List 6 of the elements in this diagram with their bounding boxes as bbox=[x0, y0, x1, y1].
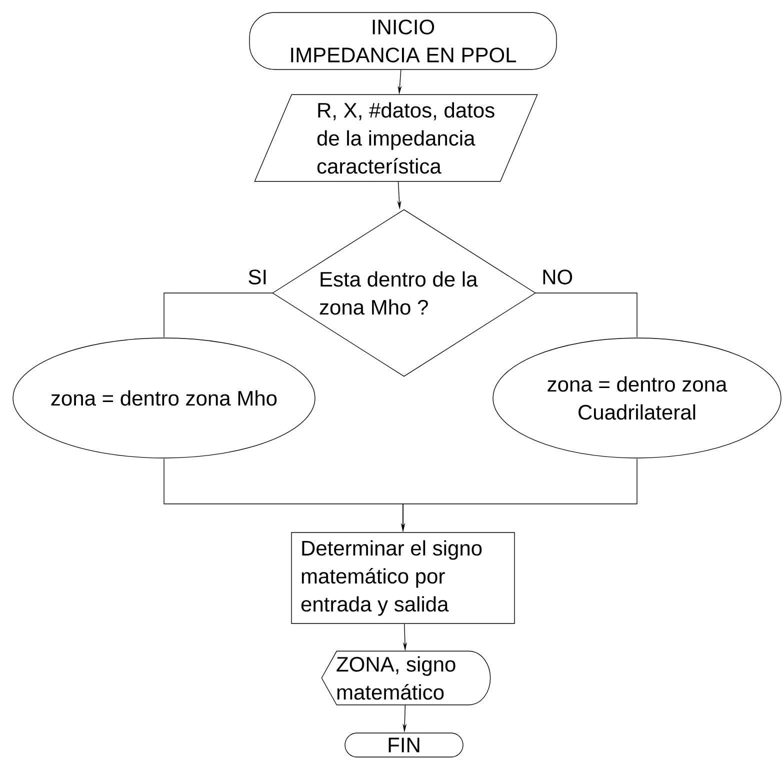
edge-label: SI bbox=[246, 268, 269, 286]
connector-line bbox=[535, 292, 638, 338]
input-parallelogram: R, X, #datos, datos de la impedancia característica bbox=[254, 94, 538, 182]
edge-label: NO bbox=[540, 268, 574, 286]
process-box: Determinar el signo matemático por entrada y salida bbox=[291, 532, 515, 624]
connector-line bbox=[164, 292, 274, 338]
